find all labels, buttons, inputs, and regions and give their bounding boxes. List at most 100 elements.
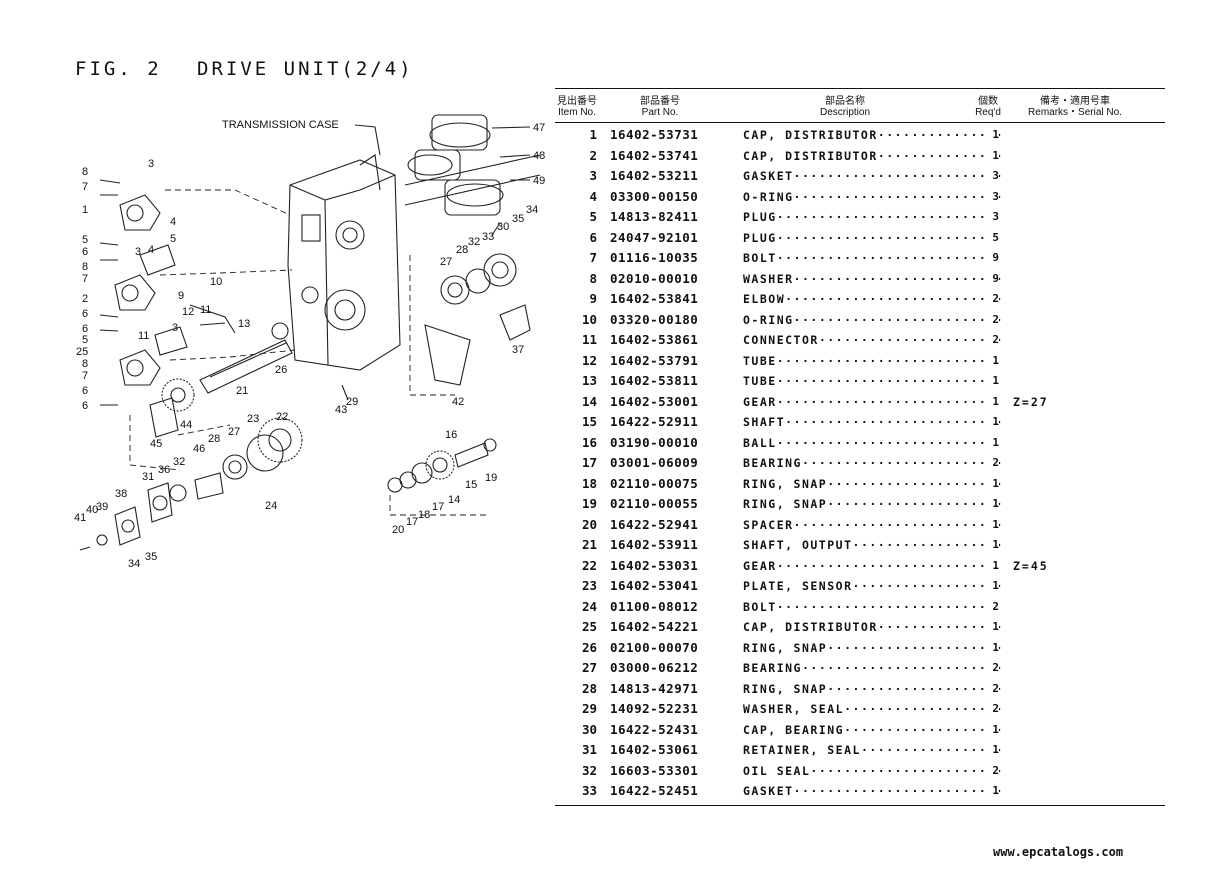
description-text: TUBE [743,374,777,388]
description: BEARING·························· [743,456,1001,470]
callout-20: 20 [392,524,404,536]
part-no: 16422-52911 [610,414,699,429]
description: RETAINER, SEAL·························· [743,743,1001,757]
qty: 1 [987,637,999,658]
qty: 1 [987,145,999,166]
callout-34b: 34 [128,558,140,570]
callout-29: 29 [346,396,358,408]
qty: 2 [987,658,999,679]
description-text: SPACER [743,517,794,532]
header-item-no: 見出番号 Item No. [553,96,601,118]
header-qty: 個数 Req'd [970,96,1006,118]
part-no: 16402-53811 [610,373,699,388]
callout-35a: 35 [512,213,524,225]
item-no: 22 [581,557,597,573]
header-desc-jp: 部品名称 [825,96,865,107]
callout-8a: 8 [82,166,88,178]
description: GASKET·························· [743,169,1001,183]
item-no: 30 [581,721,597,737]
description: BOLT·························· [743,599,996,614]
exploded-diagram: TRANSMISSION CASE 47 48 49 3 8 7 1 4 5 6… [74,114,545,570]
callout-40: 40 [86,504,98,516]
item-no: 31 [581,742,597,757]
header-part-en: Part No. [641,107,679,118]
description-text: SHAFT [743,415,786,429]
remarks: Z=45 [1013,558,1049,573]
description-text: GEAR [743,558,777,573]
qty: 1 [987,617,999,638]
qty: 2 [987,309,999,330]
qty: 1 [987,719,999,740]
header-item-jp: 見出番号 [557,96,597,107]
description-text: BEARING [743,456,802,470]
description-text: RING, SNAP [743,497,828,511]
item-no: 11 [581,332,597,347]
description-text: GEAR [743,394,777,409]
part-no: 16402-53031 [610,557,699,573]
item-no: 24 [581,598,597,614]
part-no: 16402-53061 [610,742,699,757]
callout-37: 37 [512,344,524,356]
callout-22: 22 [276,411,288,423]
callout-4b: 4 [148,244,154,256]
description-text: GASKET [743,169,794,183]
description-text: RING, SNAP [743,640,828,655]
qty: 1 [987,514,999,535]
callout-25: 25 [76,346,88,358]
description-text: OIL SEAL [743,763,811,778]
callout-48: 48 [533,150,545,162]
callout-28a: 28 [456,244,468,256]
header-qty-en: Req'd [975,107,1001,118]
description-text: O-RING [743,189,794,204]
callout-27b: 27 [228,426,240,438]
qty: 1 [987,350,999,371]
description: TUBE·························· [743,353,996,368]
callout-5b: 5 [170,233,176,245]
qty: 2 [987,596,999,617]
callout-38: 38 [115,488,127,500]
item-no: 5 [589,209,597,224]
callout-16: 16 [445,429,457,441]
callout-3a: 3 [148,158,154,170]
description: RING, SNAP·························· [743,640,1001,655]
qty: 1 [987,371,999,392]
qty: 1 [987,781,999,802]
description-text: RING, SNAP [743,681,828,696]
item-no: 10 [581,311,597,327]
callout-26: 26 [275,364,287,376]
callout-1: 1 [82,204,88,216]
item-no: 12 [581,352,597,368]
description: RING, SNAP·························· [743,497,1001,511]
item-no: 18 [581,475,597,491]
remarks: Z=27 [1013,394,1049,409]
item-no: 23 [581,578,597,593]
table-header-rule [555,122,1165,123]
item-no: 8 [589,270,597,286]
callout-3c: 3 [172,322,178,334]
qty: 3 [987,186,999,207]
item-no: 27 [581,660,597,675]
callout-10: 10 [210,276,222,288]
description-text: CAP, BEARING [743,722,845,737]
description: RING, SNAP·························· [743,681,1001,696]
callout-18: 18 [418,509,430,521]
item-no: 9 [589,291,597,306]
item-no: 29 [581,701,597,716]
item-no: 16 [581,434,597,450]
qty: 1 [987,555,999,576]
table-row: 31 16402-53061 RETAINER, SEAL·············… [555,740,1165,761]
